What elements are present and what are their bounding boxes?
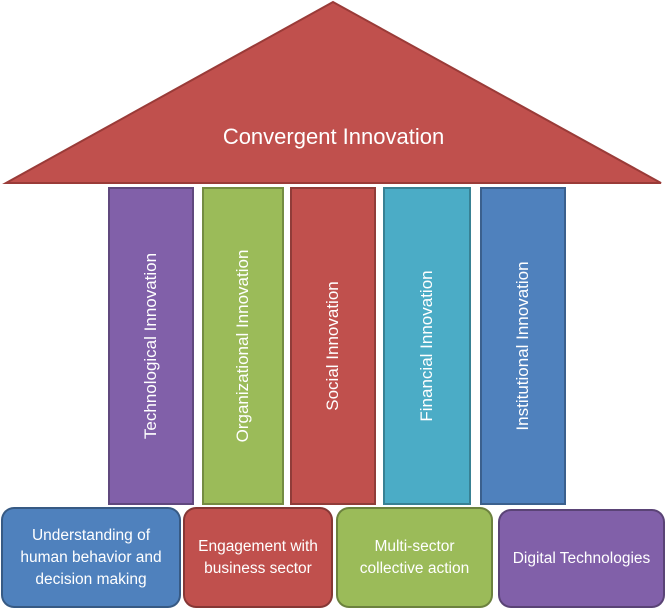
- roof-triangle: [2, 0, 662, 184]
- pillar-technological-innovation: Technological Innovation: [108, 187, 194, 505]
- foundation-human-behavior: Understanding of human behavior and deci…: [1, 507, 181, 608]
- foundation-label: Digital Technologies: [512, 549, 651, 567]
- foundation-label: Understanding of human behavior and deci…: [20, 526, 162, 588]
- roof: [2, 0, 662, 184]
- pillar-label: Technological Innovation: [141, 252, 160, 440]
- pillar-organizational-innovation: Organizational Innovation: [202, 187, 284, 505]
- pillar-social-innovation: Social Innovation: [290, 187, 376, 505]
- pillar-label: Financial Innovation: [417, 270, 436, 422]
- foundation-collective-action: Multi-sector collective action: [336, 507, 493, 608]
- pillar-institutional-innovation: Institutional Innovation: [480, 187, 566, 505]
- foundation-digital-technologies: Digital Technologies: [498, 509, 665, 608]
- pillar-label: Organizational Innovation: [233, 249, 252, 443]
- pillar-label: Institutional Innovation: [513, 261, 532, 431]
- pillar-financial-innovation: Financial Innovation: [383, 187, 471, 505]
- foundation-label: Multi-sector collective action: [359, 537, 470, 577]
- roof-title: Convergent Innovation: [222, 124, 445, 149]
- foundation-label: Engagement with business sector: [198, 537, 318, 577]
- pillar-label: Social Innovation: [323, 281, 342, 411]
- foundation-business-engagement: Engagement with business sector: [183, 507, 333, 608]
